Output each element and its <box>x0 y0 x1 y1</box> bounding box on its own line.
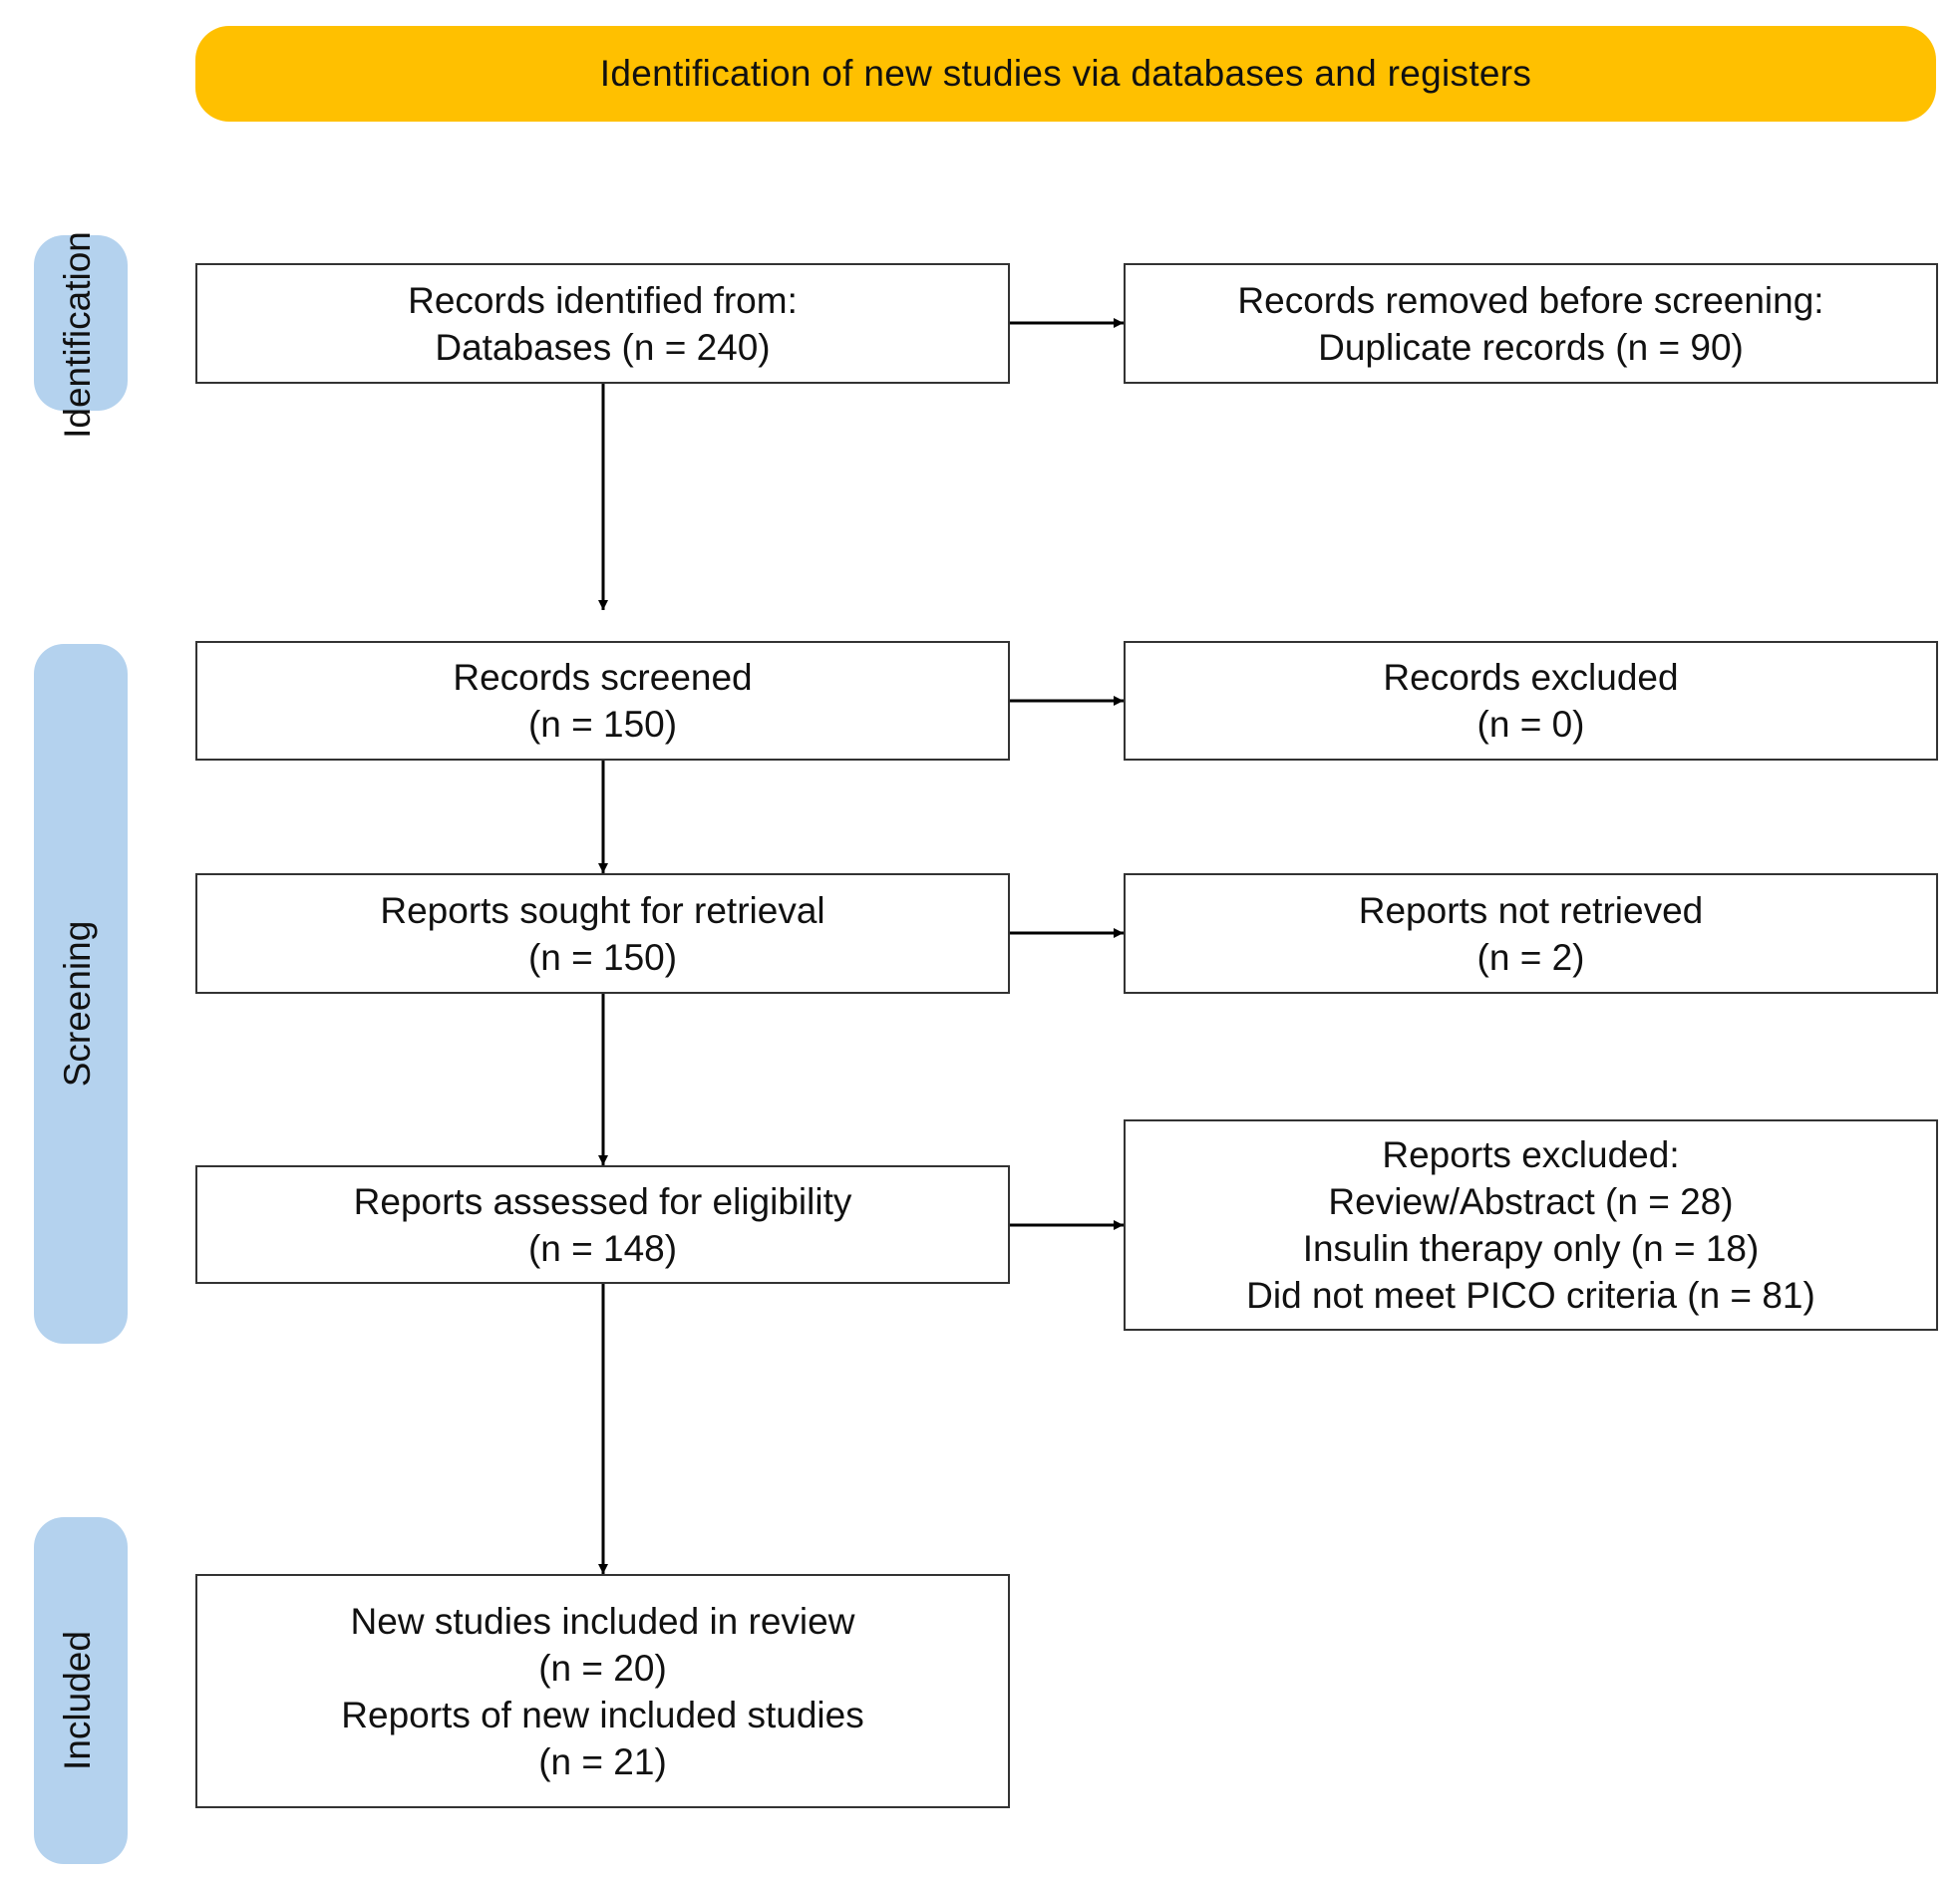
reports-included-count: (n = 21) <box>538 1740 667 1782</box>
reports-included-heading: Reports of new included studies <box>341 1694 864 1735</box>
records-removed-box: Records removed before screening: Duplic… <box>1124 263 1938 384</box>
reports-not-retrieved-count: (n = 2) <box>1476 936 1585 978</box>
reports-excluded-pico: Did not meet PICO criteria (n = 81) <box>1246 1275 1815 1316</box>
reports-excluded-heading: Reports excluded: <box>1382 1134 1680 1175</box>
phase-screening-bar <box>34 644 128 1344</box>
records-removed-count: Duplicate records (n = 90) <box>1318 326 1744 368</box>
reports-sought-heading: Reports sought for retrieval <box>380 889 825 931</box>
records-identified-count: Databases (n = 240) <box>435 326 771 368</box>
reports-assessed-count: (n = 148) <box>527 1227 678 1269</box>
studies-included-box: New studies included in review (n = 20) … <box>195 1574 1010 1808</box>
identification-banner: Identification of new studies via databa… <box>195 26 1936 122</box>
records-removed-heading: Records removed before screening: <box>1237 279 1824 321</box>
reports-assessed-box: Reports assessed for eligibility (n = 14… <box>195 1165 1010 1284</box>
records-excluded-count: (n = 0) <box>1476 704 1585 745</box>
reports-sought-box: Reports sought for retrieval (n = 150) <box>195 873 1010 994</box>
records-identified-heading: Records identified from: <box>408 279 798 321</box>
reports-excluded-box: Reports excluded: Review/Abstract (n = 2… <box>1124 1119 1938 1331</box>
records-excluded-box: Records excluded (n = 0) <box>1124 641 1938 761</box>
reports-sought-count: (n = 150) <box>527 936 678 978</box>
reports-assessed-heading: Reports assessed for eligibility <box>353 1180 852 1222</box>
records-identified-box: Records identified from: Databases (n = … <box>195 263 1010 384</box>
studies-included-count: (n = 20) <box>538 1647 667 1689</box>
records-screened-box: Records screened (n = 150) <box>195 641 1010 761</box>
phase-included-bar <box>34 1517 128 1864</box>
reports-excluded-review-abstract: Review/Abstract (n = 28) <box>1328 1181 1734 1222</box>
studies-included-heading: New studies included in review <box>350 1600 855 1642</box>
records-screened-heading: Records screened <box>453 657 753 698</box>
banner-title: Identification of new studies via databa… <box>599 53 1532 94</box>
records-screened-count: (n = 150) <box>527 704 678 745</box>
reports-not-retrieved-box: Reports not retrieved (n = 2) <box>1124 873 1938 994</box>
records-excluded-heading: Records excluded <box>1383 657 1679 698</box>
phase-identification-bar <box>34 235 128 411</box>
reports-not-retrieved-heading: Reports not retrieved <box>1358 889 1704 931</box>
reports-excluded-insulin-therapy: Insulin therapy only (n = 18) <box>1302 1228 1760 1269</box>
